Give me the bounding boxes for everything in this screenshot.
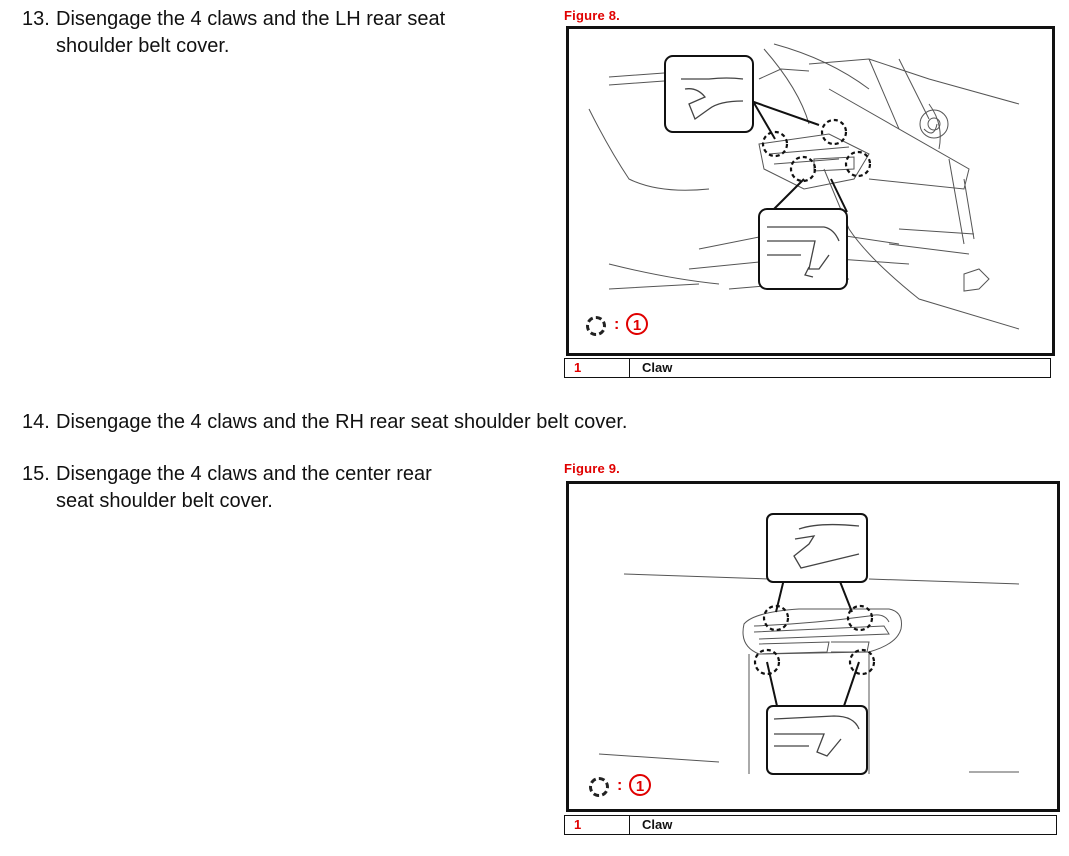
step-15: 15. Disengage the 4 claws and the center…: [22, 461, 542, 521]
legend-name: Claw: [642, 817, 673, 832]
step-text-line-1: Disengage the 4 claws and the LH rear se…: [56, 8, 446, 30]
legend-number: 1: [574, 360, 582, 375]
figure-label: Figure 9.: [564, 461, 620, 476]
figure-label: Figure 8.: [564, 8, 620, 23]
legend-number: 1: [574, 817, 582, 832]
callout-key: : 1: [586, 313, 656, 338]
step-text-line-1: Disengage the 4 claws and the center rea…: [56, 463, 432, 485]
callout-key: : 1: [589, 774, 659, 799]
step-number: 15.: [22, 463, 50, 485]
callout-number-badge: 1: [626, 313, 648, 335]
figure-9-illustration: : 1: [566, 481, 1060, 812]
dashed-circle-icon: [586, 316, 606, 336]
step-13: 13. Disengage the 4 claws and the LH rea…: [22, 6, 542, 66]
step-number: 14.: [22, 411, 50, 433]
step-text-line-2: seat shoulder belt cover.: [56, 490, 273, 512]
step-number: 13.: [22, 8, 50, 30]
figure-9-drawing: [598, 513, 1020, 775]
callout-number-badge: 1: [629, 774, 651, 796]
figure-legend: 1 Claw: [564, 815, 1057, 835]
figure-8-drawing: [588, 43, 1020, 330]
legend-name: Claw: [642, 360, 673, 375]
dashed-circle-icon: [589, 777, 609, 797]
step-text-line-1: Disengage the 4 claws and the RH rear se…: [56, 411, 628, 433]
figure-legend: 1 Claw: [564, 358, 1051, 378]
step-text-line-2: shoulder belt cover.: [56, 35, 230, 57]
step-14: 14. Disengage the 4 claws and the RH rea…: [22, 409, 922, 439]
figure-8-illustration: : 1: [566, 26, 1055, 356]
